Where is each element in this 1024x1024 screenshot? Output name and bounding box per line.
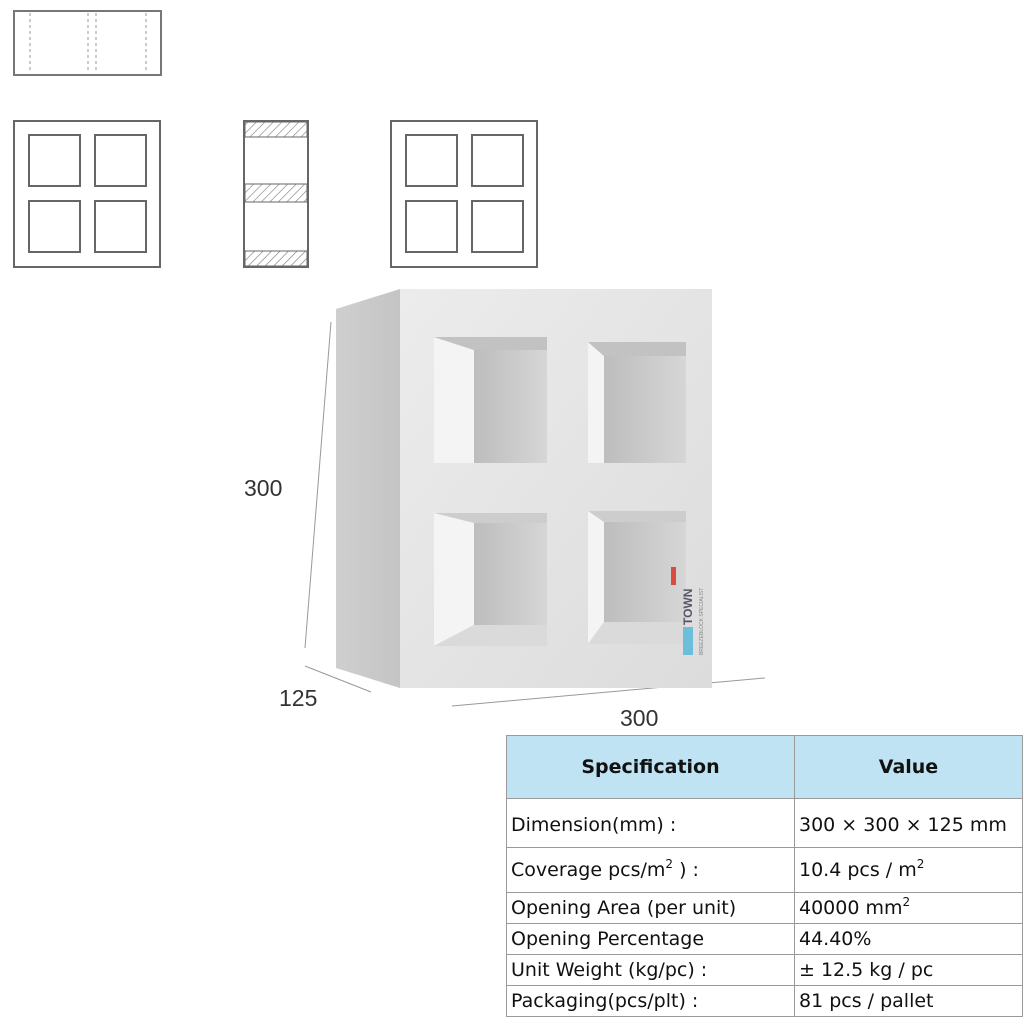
front-view-drawing	[13, 120, 161, 268]
spec-value: ± 12.5 kg / pc	[794, 954, 1023, 986]
spec-value: 300 × 300 × 125 mm	[794, 798, 1023, 848]
top-view-drawing	[13, 10, 162, 76]
watermark-logo: TOWN BREEZEBLOCK SPECIALIST	[671, 567, 705, 655]
spec-label: Packaging(pcs/plt) :	[506, 985, 795, 1017]
spec-value: 44.40%	[794, 923, 1023, 955]
watermark-tagline: BREEZEBLOCK SPECIALIST	[699, 588, 705, 655]
spec-label: Unit Weight (kg/pc) :	[506, 954, 795, 986]
spec-value: 10.4 pcs / m2	[794, 847, 1023, 893]
spec-label: Opening Percentage	[506, 923, 795, 955]
watermark-brand: TOWN	[681, 589, 695, 625]
depth-dimension-label: 125	[279, 685, 318, 711]
spec-label: Coverage pcs/m2 ) :	[506, 847, 795, 893]
spec-value: 81 pcs / pallet	[794, 985, 1023, 1017]
header-specification: Specification	[506, 735, 795, 799]
breeze-block-3d-render: TOWN BREEZEBLOCK SPECIALIST	[304, 289, 766, 707]
spec-value: 40000 mm2	[794, 892, 1023, 924]
height-dimension-label: 300	[244, 475, 283, 501]
spec-label: Dimension(mm) :	[506, 798, 795, 848]
specification-table: Specification Value Dimension(mm) : 300 …	[506, 735, 1023, 1017]
table-row: Packaging(pcs/plt) : 81 pcs / pallet	[506, 985, 1023, 1017]
table-row: Unit Weight (kg/pc) : ± 12.5 kg / pc	[506, 954, 1023, 986]
header-value: Value	[794, 735, 1023, 799]
width-dimension-label: 300	[620, 705, 659, 731]
table-row: Opening Area (per unit) 40000 mm2	[506, 892, 1023, 924]
table-row: Opening Percentage 44.40%	[506, 923, 1023, 955]
block-openings	[434, 337, 686, 646]
back-view-drawing	[390, 120, 538, 268]
table-row: Dimension(mm) : 300 × 300 × 125 mm	[506, 798, 1023, 848]
table-header-row: Specification Value	[506, 735, 1023, 799]
spec-label: Opening Area (per unit)	[506, 892, 795, 924]
table-row: Coverage pcs/m2 ) : 10.4 pcs / m2	[506, 847, 1023, 893]
side-section-drawing	[243, 120, 309, 268]
